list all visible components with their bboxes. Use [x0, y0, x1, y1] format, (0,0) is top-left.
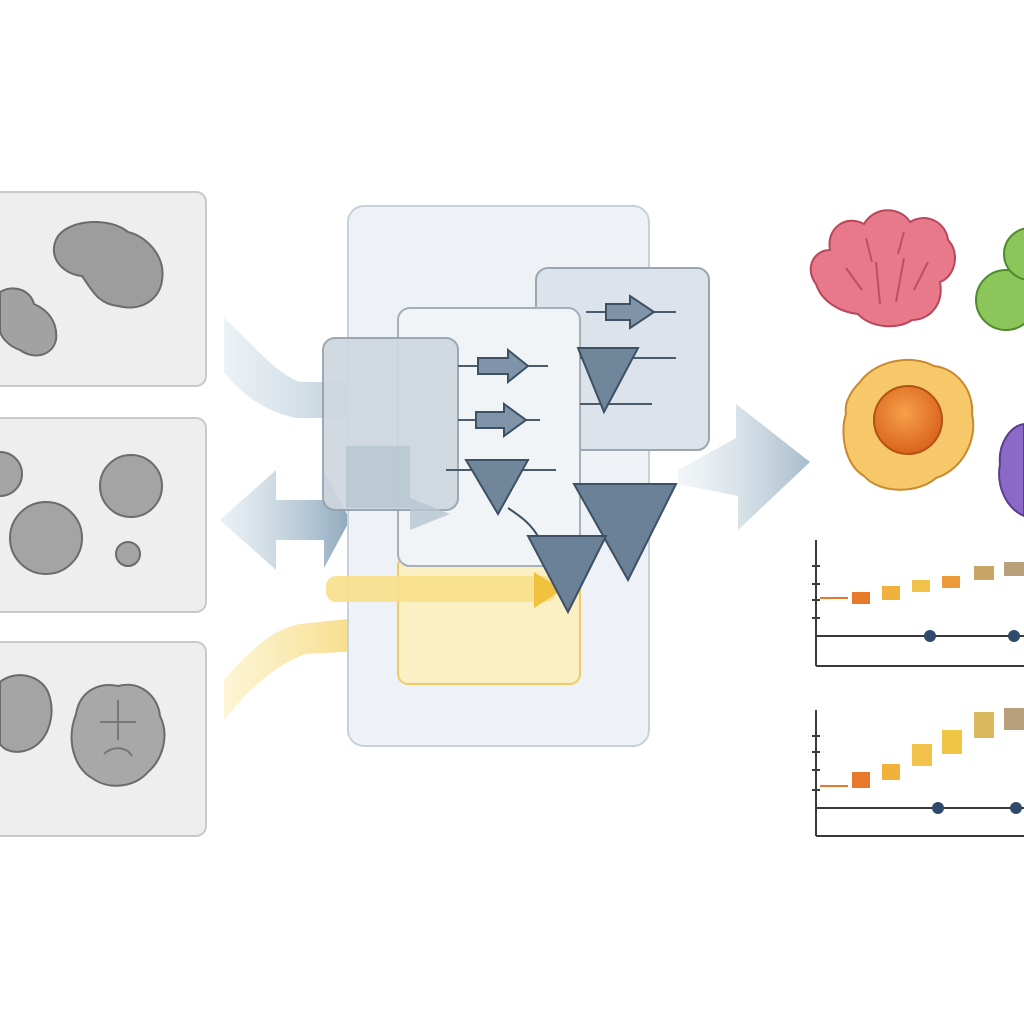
grape-cell-icon: [975, 227, 1024, 331]
sphere-icon: [9, 501, 83, 575]
funnel-icon: [464, 459, 530, 517]
funnels: [446, 347, 678, 615]
plot-mark: [852, 592, 870, 604]
plot-mark: [1004, 562, 1024, 576]
yellow-bar: [326, 576, 556, 602]
plot-dot: [1010, 802, 1022, 814]
plot-mark: [912, 580, 930, 592]
lobed-cell-icon: [0, 674, 53, 753]
plot-dot: [1008, 630, 1020, 642]
input-panels: [0, 191, 207, 837]
berry-cell-icon: [998, 422, 1024, 518]
plot-mark: [974, 712, 994, 738]
blob-icon: [52, 221, 164, 309]
plot-1: [812, 540, 1024, 667]
plot-mark: [852, 772, 870, 788]
blob-icon: [0, 287, 58, 357]
plot-dot: [932, 802, 944, 814]
output-plots: [812, 540, 1024, 837]
cell-texture: [100, 700, 136, 757]
yellow-bar-arrow: [534, 572, 562, 608]
coral-texture: [845, 231, 929, 305]
small-arrows: [458, 294, 676, 438]
funnel-icon: [572, 483, 678, 583]
arrow-icon: [586, 294, 676, 330]
sphere-icon: [0, 451, 23, 497]
plot-mark: [882, 764, 900, 780]
arrow-icon: [458, 347, 548, 385]
arrow-icon: [458, 402, 540, 438]
plot-mark: [942, 730, 962, 754]
coral-cell-icon: [809, 209, 956, 328]
sphere-icon: [99, 454, 163, 518]
processing-stack: [322, 205, 710, 747]
plot-2: [812, 708, 1024, 837]
funnel-icon: [576, 347, 640, 415]
funnel-icon: [526, 535, 608, 615]
sphere-icon: [115, 541, 141, 567]
blue-arrow-middle: [220, 470, 350, 570]
output-cells: [809, 209, 1024, 518]
plot-mark: [1004, 708, 1024, 730]
plot-mark: [912, 744, 932, 766]
cell-nucleus-icon: [873, 385, 943, 455]
output-arrow: [678, 404, 810, 530]
plot-dot: [924, 630, 936, 642]
plot-mark: [942, 576, 960, 588]
blue-bar-arrow: [346, 446, 450, 530]
plot-mark: [974, 566, 994, 580]
plot-mark: [882, 586, 900, 600]
